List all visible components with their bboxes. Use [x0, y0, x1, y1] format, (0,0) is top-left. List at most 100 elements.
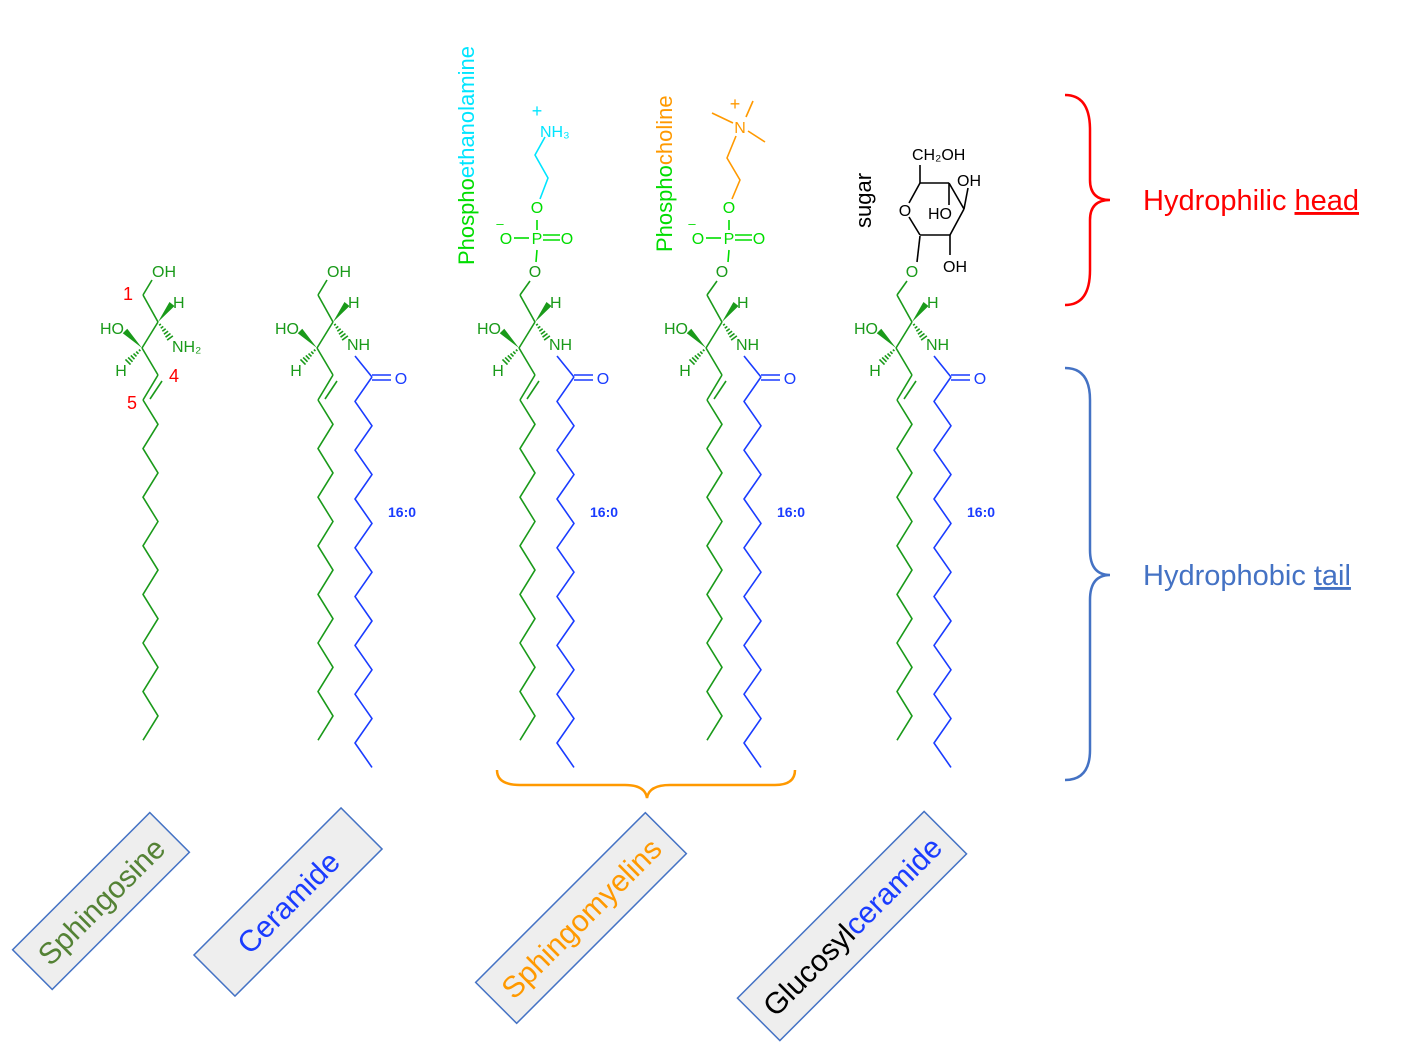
hash-bond	[507, 354, 513, 360]
acyl-chain	[933, 376, 952, 768]
methyl	[711, 112, 734, 124]
bond	[317, 279, 328, 296]
amide-nh-label: NH	[549, 337, 572, 354]
bond	[518, 347, 536, 376]
atom-label: H	[679, 363, 691, 380]
hash-bond	[538, 328, 544, 332]
acyl-chain	[556, 376, 575, 768]
hash-bond	[920, 335, 928, 341]
hash-bond	[892, 348, 896, 352]
label-phosphoethanolamine: Phosphoethanolamine	[454, 46, 479, 265]
wedge-bond	[876, 328, 896, 348]
atom-label: H	[115, 363, 127, 380]
double-bond	[149, 380, 163, 400]
hash-bond	[504, 356, 511, 363]
wedge-bond	[333, 302, 350, 322]
bond	[317, 294, 334, 323]
amide-nh-label: NH	[926, 337, 949, 354]
methyl	[745, 100, 754, 118]
negative-charge: –	[688, 216, 696, 231]
wedge-bond	[297, 328, 317, 348]
bond	[949, 208, 965, 236]
hash-bond	[725, 328, 731, 332]
hash-bond	[310, 350, 315, 355]
bond	[141, 347, 159, 376]
sphingoid-chain	[317, 399, 334, 741]
atom-label: H	[550, 295, 562, 312]
hash-bond	[919, 332, 925, 338]
tail-word: tail	[1314, 560, 1351, 592]
hydroxyl-label: HO	[100, 321, 124, 338]
acyl-chain	[354, 376, 373, 768]
ester-oxygen-label: O	[716, 264, 728, 281]
atom-label: H	[173, 295, 185, 312]
hash-bond	[542, 332, 548, 338]
wedge-bond	[535, 302, 552, 322]
hash-bond	[699, 350, 704, 355]
bond	[743, 355, 762, 378]
positive-charge: +	[730, 94, 741, 114]
hash-bond	[341, 335, 349, 341]
bond	[316, 321, 334, 349]
hash-bond	[132, 352, 138, 358]
carbonyl-oxygen-label: O	[784, 371, 796, 388]
hash-bond	[305, 354, 311, 360]
bond	[908, 182, 921, 204]
amine-label: NH₂	[172, 339, 201, 356]
glucosylceramide-name-box: Glucosylceramide	[736, 810, 968, 1042]
label-ethanolamine-part: ethanolamine	[454, 46, 479, 178]
wedge-bond	[686, 328, 706, 348]
hash-bond	[338, 330, 344, 335]
bond	[727, 249, 730, 263]
hash-bond	[878, 358, 886, 366]
sphingomyelins-name: Sphingomyelins	[496, 833, 669, 1006]
hash-bond	[336, 328, 342, 332]
double-bond	[142, 374, 159, 401]
hash-bond	[727, 330, 733, 335]
bond	[895, 321, 913, 349]
sphingoid-chain	[896, 399, 913, 741]
hydroxyl-label: HO	[664, 321, 688, 338]
methyl	[747, 130, 766, 143]
double-bond	[896, 374, 913, 401]
ceramide-name-box: Ceramide	[192, 806, 384, 998]
bond	[535, 249, 538, 263]
hash-bond	[335, 325, 339, 329]
sugar-hydroxyl-label: OH	[957, 173, 981, 190]
hash-bond	[158, 323, 162, 326]
hash-bond	[884, 354, 890, 360]
bond	[963, 187, 969, 210]
bond	[705, 347, 723, 376]
bond	[519, 280, 531, 296]
carbonyl-oxygen-label: O	[974, 371, 986, 388]
head-prefix: Hydrophilic	[1143, 185, 1295, 217]
bond	[933, 355, 952, 378]
hash-bond	[299, 358, 307, 366]
bond	[519, 294, 536, 323]
atom-label: H	[737, 295, 749, 312]
hash-bond	[696, 352, 702, 358]
bond	[705, 321, 723, 349]
head-brace	[1064, 93, 1111, 307]
amide-nh-label: NH	[347, 337, 370, 354]
hash-bond	[302, 356, 309, 363]
bond	[948, 182, 965, 210]
label-phosphocholine: Phosphocholine	[652, 95, 677, 252]
tail-prefix: Hydrophobic	[1143, 560, 1314, 592]
label-phospho-part: Phospho	[652, 165, 677, 252]
atom-label: H	[348, 295, 360, 312]
sphingomyelin-brace	[495, 769, 797, 799]
choline-chain	[726, 135, 741, 200]
hydrophilic-head-label: Hydrophilic head	[1143, 185, 1359, 217]
hash-bond	[166, 335, 174, 341]
bond	[896, 280, 908, 296]
sugar-hydroxyl-label: OH	[943, 259, 967, 276]
double-bond	[519, 374, 536, 401]
hash-bond	[881, 356, 888, 363]
phosphate-oxygen-label: O	[531, 200, 543, 217]
hash-bond	[165, 332, 171, 338]
hash-bond	[135, 350, 140, 355]
carbonyl-oxygen-label: O	[597, 371, 609, 388]
hash-bond	[914, 325, 918, 329]
sugar-hydroxyl-label: HO	[928, 206, 952, 223]
